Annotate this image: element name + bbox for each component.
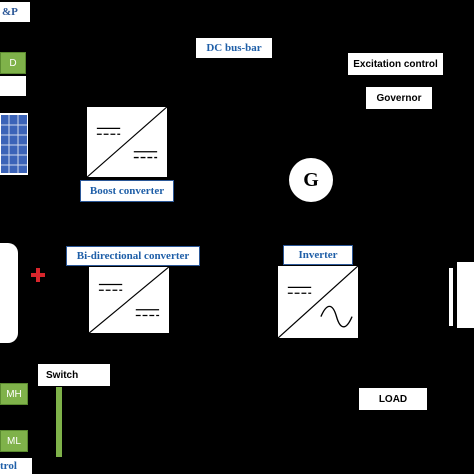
pv-controller-label: D xyxy=(9,57,17,69)
battery-icon xyxy=(0,243,18,343)
governor-label: Governor xyxy=(366,87,432,109)
dc-dc-symbol-icon xyxy=(87,107,167,177)
right-edge-bar xyxy=(449,268,453,326)
bottom-control-label: trol xyxy=(0,458,32,474)
top-left-partial-label: &P xyxy=(0,2,30,22)
load-label: LOAD xyxy=(359,388,427,410)
bidirectional-converter-block xyxy=(88,266,170,334)
ml-label: ML xyxy=(7,435,21,447)
switch-icon[interactable] xyxy=(56,387,62,457)
generator-icon: G xyxy=(289,158,333,202)
solar-panel-icon xyxy=(0,113,28,175)
mh-label: MH xyxy=(6,388,22,400)
dc-busbar-label: DC bus-bar xyxy=(196,38,272,58)
boost-converter-label: Boost converter xyxy=(80,180,174,202)
pv-controller-box: D xyxy=(0,52,26,74)
switch-label: Switch xyxy=(38,364,110,386)
inverter-label: Inverter xyxy=(283,245,353,265)
bidirectional-dc-dc-symbol-icon xyxy=(89,267,169,333)
inverter-block xyxy=(277,265,359,339)
ml-box: ML xyxy=(0,430,28,452)
dc-ac-symbol-icon xyxy=(278,266,358,338)
excitation-control-label: Excitation control xyxy=(348,53,443,75)
right-edge-block xyxy=(457,262,474,328)
mh-box: MH xyxy=(0,383,28,405)
boost-converter-block xyxy=(86,106,168,178)
generator-label: G xyxy=(303,168,319,191)
bidirectional-converter-label: Bi-directional converter xyxy=(66,246,200,266)
battery-plus-icon xyxy=(31,268,45,282)
pv-side-block xyxy=(0,76,26,96)
